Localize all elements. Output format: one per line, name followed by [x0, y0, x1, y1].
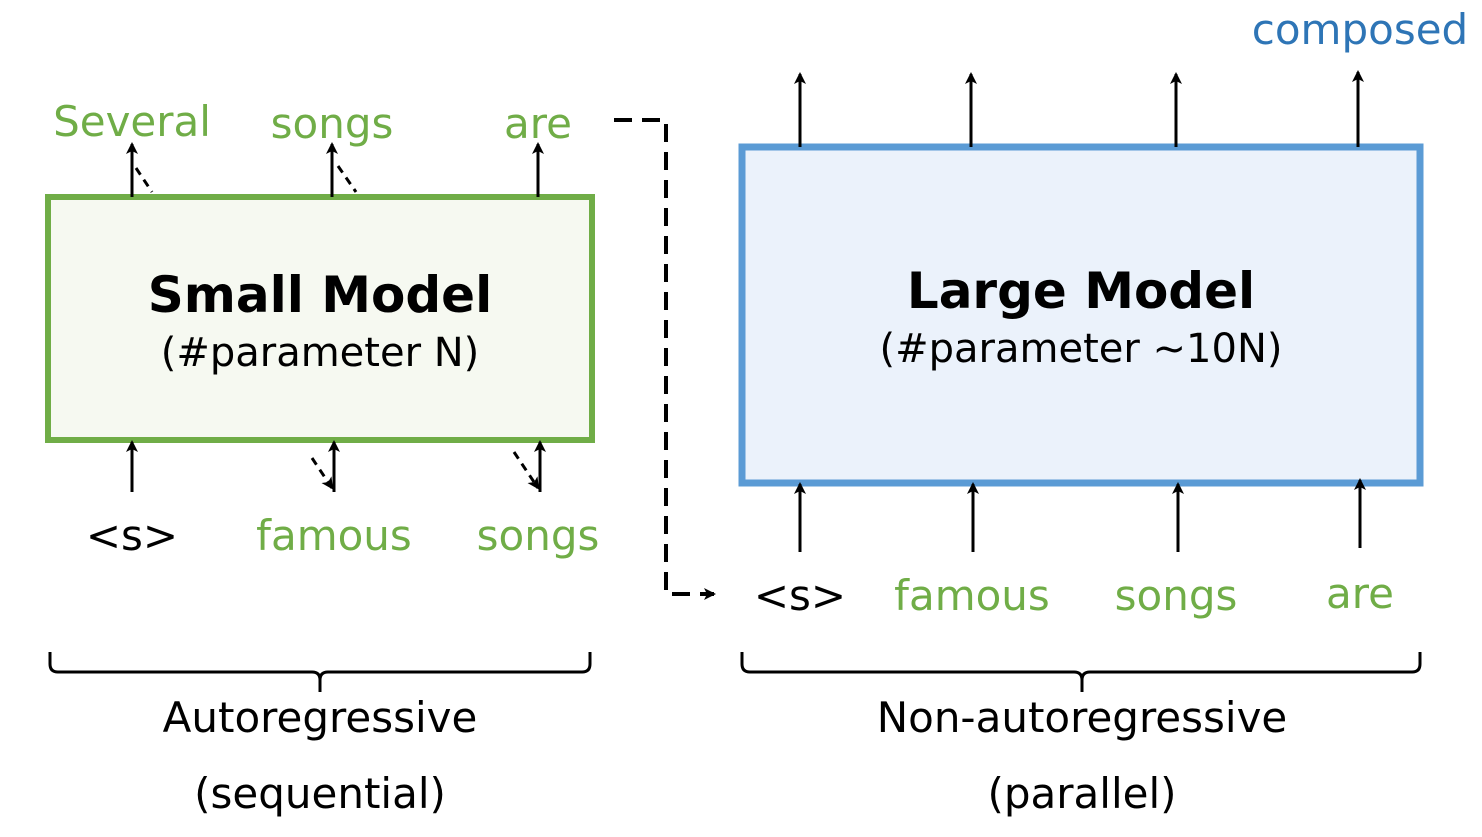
large-output-token-4: composed [1252, 5, 1468, 54]
small-model-feedback-in-dashes [310, 451, 540, 490]
large-model-input-arrows [794, 478, 1366, 552]
large-input-token-4: are [1326, 569, 1394, 618]
large-model-brace [740, 652, 1422, 692]
small-model-mode-sub: (sequential) [194, 769, 446, 818]
small-output-token-1: Several [53, 97, 211, 146]
large-model-params: (#parameter ~10N) [880, 326, 1283, 372]
small-input-token-1: <s> [86, 511, 178, 560]
small-output-token-3: are [504, 99, 572, 148]
draft-connector-dashed [614, 118, 716, 600]
large-model-mode-sub: (parallel) [987, 769, 1176, 818]
small-model-title: Small Model [148, 266, 492, 324]
small-model-box [45, 194, 595, 443]
large-input-token-3: songs [1115, 571, 1238, 620]
large-input-token-2: famous [894, 571, 1050, 620]
large-model-title: Large Model [907, 262, 1255, 320]
small-output-token-2: songs [271, 99, 394, 148]
small-model-output-arrows [126, 142, 544, 197]
small-model-params: (#parameter N) [161, 330, 480, 376]
small-input-token-3: songs [477, 511, 600, 560]
large-model-box [738, 143, 1424, 487]
small-model-mode: Autoregressive [163, 693, 478, 742]
small-model-brace [48, 652, 592, 692]
large-input-token-1: <s> [754, 571, 846, 620]
small-input-token-2: famous [256, 511, 412, 560]
large-model-mode: Non-autoregressive [877, 693, 1288, 742]
small-model-input-arrows [126, 440, 546, 492]
small-model-feedback-dashes [134, 165, 358, 193]
large-model-output-arrows [794, 70, 1364, 147]
